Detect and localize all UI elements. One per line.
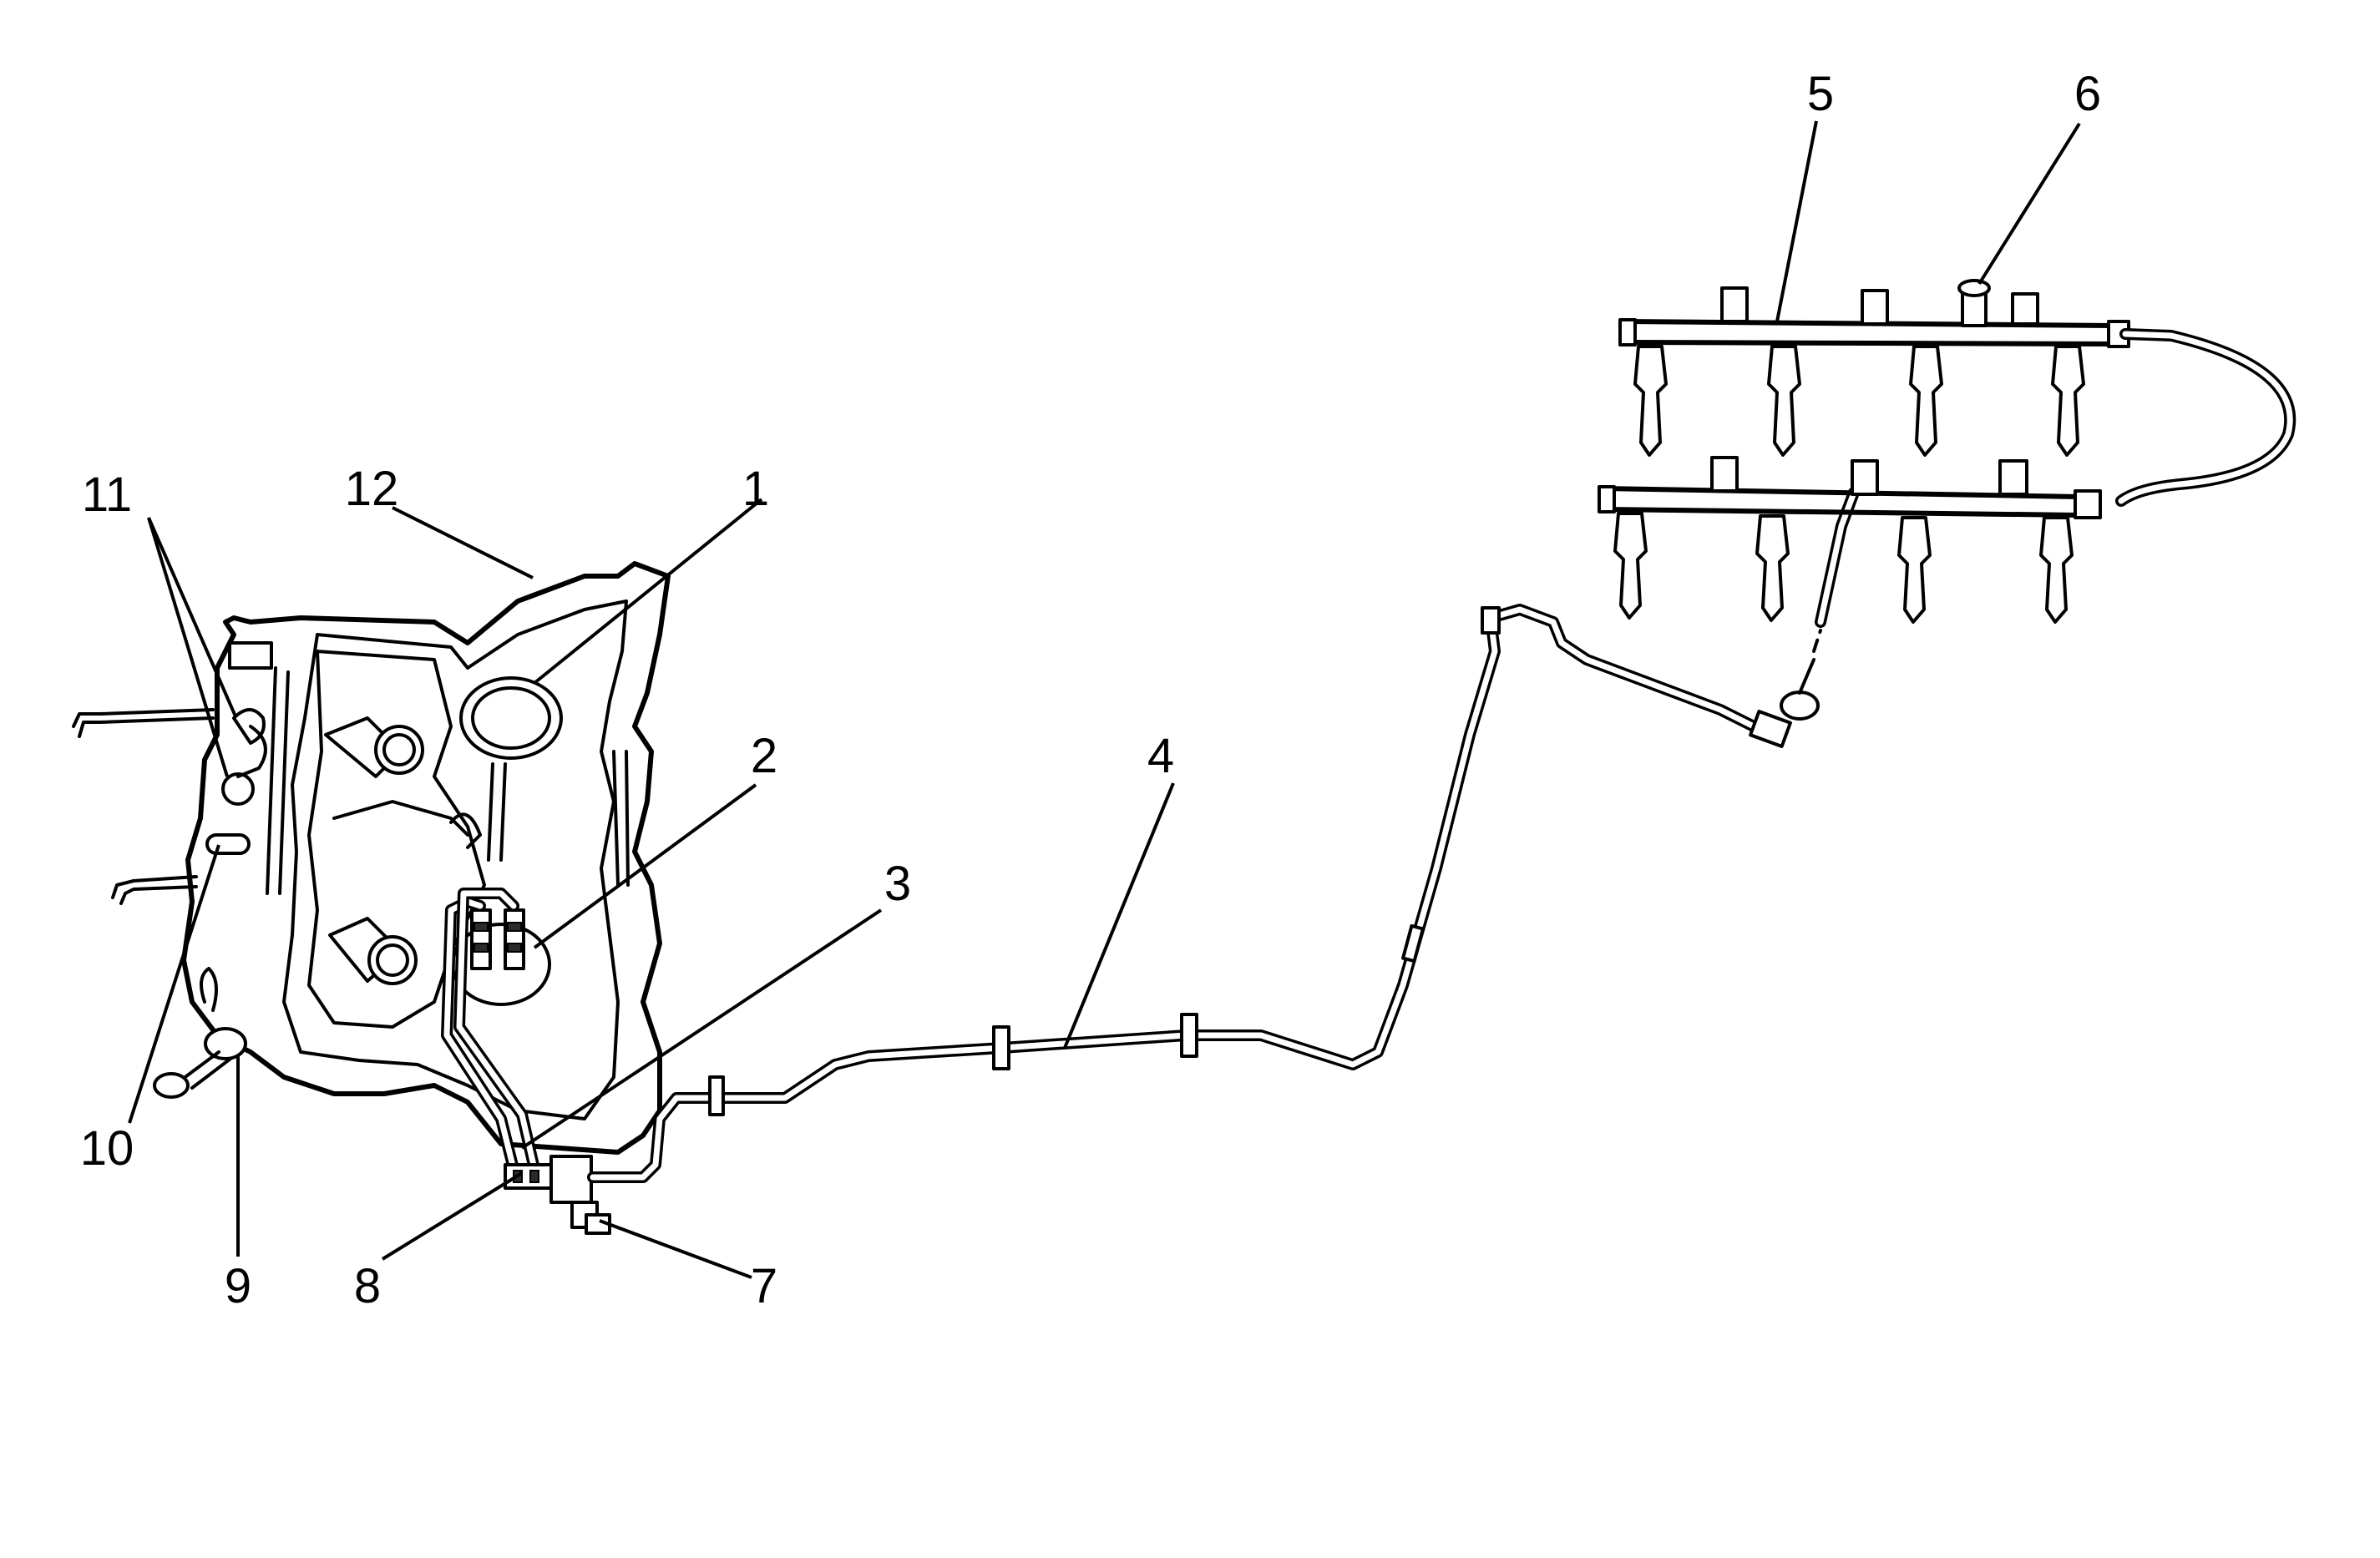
callout-10: 10 — [80, 1121, 134, 1176]
callout-1: 1 — [742, 462, 769, 516]
callout-7: 7 — [751, 1259, 777, 1313]
callout-11: 11 — [82, 468, 132, 522]
callout-5: 5 — [1807, 67, 1834, 121]
callout-labels: 1 2 3 4 5 6 7 8 9 10 11 12 — [80, 67, 2101, 1313]
leader-lines — [128, 120, 2081, 1279]
callout-4: 4 — [1147, 729, 1174, 783]
callout-9: 9 — [225, 1259, 251, 1313]
injector-row-upper — [1633, 345, 2085, 457]
fuel-rail-upper — [1618, 279, 2296, 507]
callout-3: 3 — [884, 857, 911, 911]
callout-2: 2 — [751, 729, 777, 783]
fuel-rail-lower — [1598, 456, 2102, 624]
callout-6: 6 — [2074, 67, 2101, 121]
injector-row-lower — [1613, 512, 2074, 624]
callout-12: 12 — [345, 462, 399, 516]
callout-8: 8 — [354, 1259, 381, 1313]
fuel-feed-pipe — [587, 487, 1860, 1183]
fuel-tank — [72, 561, 671, 1235]
